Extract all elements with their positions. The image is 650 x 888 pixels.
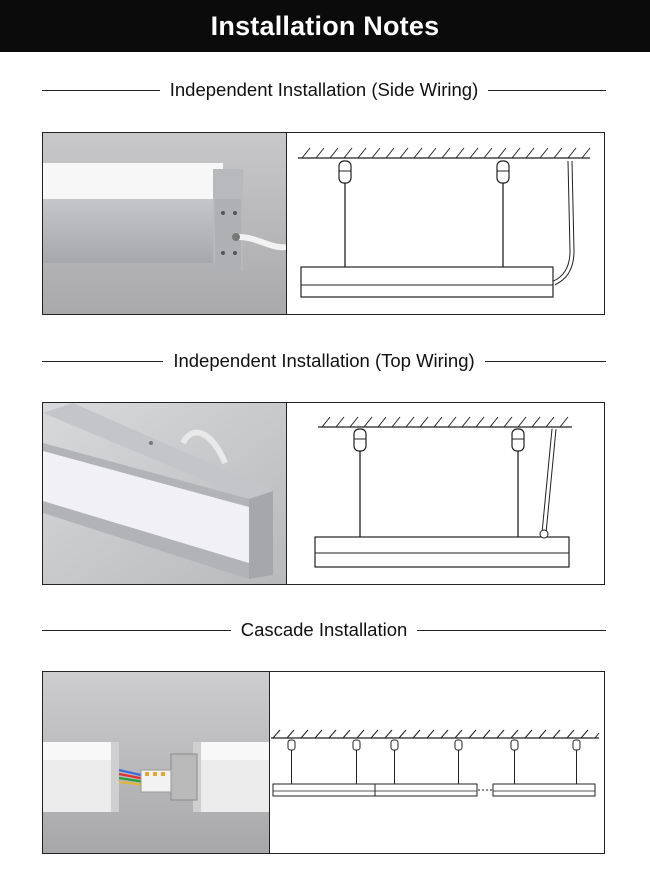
cascade-panel <box>42 671 605 854</box>
page-title: Installation Notes <box>210 10 440 41</box>
page-header: Installation Notes <box>0 0 650 52</box>
side-wiring-diagram <box>284 133 604 314</box>
divider-line <box>42 89 160 91</box>
section-title-text: Independent Installation (Top Wiring) <box>173 350 475 371</box>
side-wiring-panel <box>42 132 605 315</box>
cascade-photo <box>43 672 270 853</box>
divider-line <box>42 360 164 362</box>
section-title-text: Cascade Installation <box>240 619 408 640</box>
section-title-side-wiring: Independent Installation (Side Wiring) <box>42 78 607 102</box>
divider-line <box>484 360 606 362</box>
top-wiring-photo <box>43 403 287 584</box>
top-wiring-diagram <box>284 403 604 584</box>
cascade-diagram <box>267 672 604 853</box>
divider-line <box>42 629 231 631</box>
top-wiring-panel <box>42 402 605 585</box>
divider-line <box>488 89 607 91</box>
section-title-cascade: Cascade Installation <box>42 618 607 642</box>
section-title-top-wiring: Independent Installation (Top Wiring) <box>42 349 606 373</box>
divider-line <box>417 629 607 631</box>
section-title-text: Independent Installation (Side Wiring) <box>169 79 479 100</box>
side-wiring-photo <box>43 133 287 314</box>
